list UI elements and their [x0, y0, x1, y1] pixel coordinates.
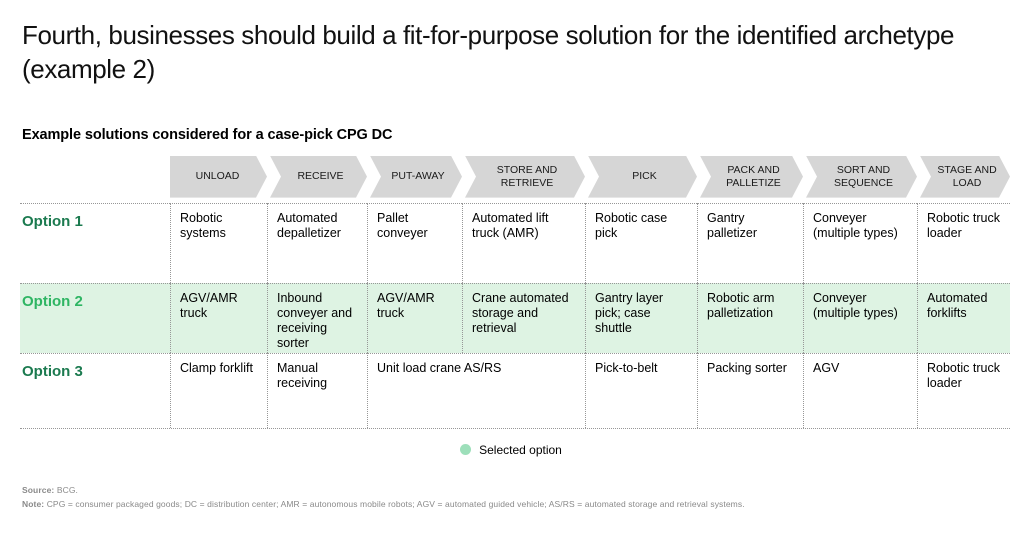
option-2-label: Option 2 [20, 282, 170, 353]
option-1-unload-cell: Robotic systems [170, 202, 267, 283]
option-3-pack-palletize-cell: Packing sorter [697, 352, 803, 428]
option-2-receive-cell: Inbound conveyer and receiving sorter [267, 282, 367, 353]
option-3-stage-load-cell: Robotic truck loader [917, 352, 1010, 428]
footnotes: Source: BCG. Note: CPG = consumer packag… [22, 484, 745, 511]
option-1-pack-palletize-cell: Gantry palletizer [697, 202, 803, 283]
process-step-receive: RECEIVE [270, 156, 367, 198]
option-1-pick-cell: Robotic case pick [585, 202, 697, 283]
option-1-put-away-cell: Pallet conveyer [367, 202, 462, 283]
process-step-stage-and-load: STAGE AND LOAD [920, 156, 1010, 198]
process-step-put-away: PUT-AWAY [370, 156, 462, 198]
process-step-sort-and-sequence: SORT AND SEQUENCE [806, 156, 917, 198]
process-step-pick: PICK [588, 156, 697, 198]
option-2-pack-palletize-cell: Robotic arm palletization [697, 282, 803, 353]
option-1-receive-cell: Automated depalletizer [267, 202, 367, 283]
option-3-put-away-store-retrieve-cell: Unit load crane AS/RS [367, 352, 585, 428]
option-1-sort-sequence-cell: Conveyer (multiple types) [803, 202, 917, 283]
note-line: Note: CPG = consumer packaged goods; DC … [22, 498, 745, 512]
option-3-unload-cell: Clamp forklift [170, 352, 267, 428]
selected-option-dot-icon [460, 444, 472, 456]
header-spacer [20, 156, 170, 198]
process-step-unload: UNLOAD [170, 156, 267, 198]
option-2-sort-sequence-cell: Conveyer (multiple types) [803, 282, 917, 353]
option-2-put-away-cell: AGV/AMR truck [367, 282, 462, 353]
source-line: Source: BCG. [22, 484, 745, 498]
note-text: CPG = consumer packaged goods; DC = dist… [44, 498, 745, 509]
legend-label: Selected option [479, 442, 562, 457]
process-step-header: UNLOAD RECEIVE PUT-AWAY STORE AND RETRIE… [20, 156, 1010, 198]
legend: Selected option [0, 443, 1022, 457]
option-3-pick-cell: Pick-to-belt [585, 352, 697, 428]
option-2-store-retrieve-cell: Crane automated storage and retrieval [462, 282, 585, 353]
option-1-store-retrieve-cell: Automated lift truck (AMR) [462, 202, 585, 283]
page-title: Fourth, businesses should build a fit-fo… [22, 20, 955, 85]
process-step-store-and-retrieve: STORE AND RETRIEVE [465, 156, 585, 198]
options-table: Option 1 Robotic systems Automated depal… [20, 202, 1010, 429]
option-3-label: Option 3 [20, 352, 170, 428]
option-2-unload-cell: AGV/AMR truck [170, 282, 267, 353]
option-1-label: Option 1 [20, 202, 170, 283]
option-2-stage-load-cell: Automated forklifts [917, 282, 1010, 353]
process-step-pack-and-palletize: PACK AND PALLETIZE [700, 156, 803, 198]
table-bottom-border [20, 427, 1010, 429]
option-1-stage-load-cell: Robotic truck loader [917, 202, 1010, 283]
option-3-receive-cell: Manual receiving [267, 352, 367, 428]
option-2-pick-cell: Gantry layer pick; case shuttle [585, 282, 697, 353]
source-label: Source: [22, 485, 55, 495]
note-label: Note: [22, 498, 45, 509]
option-3-sort-sequence-cell: AGV [803, 352, 917, 428]
source-text: BCG. [54, 485, 79, 495]
exhibit-title: Example solutions considered for a case-… [22, 126, 393, 143]
